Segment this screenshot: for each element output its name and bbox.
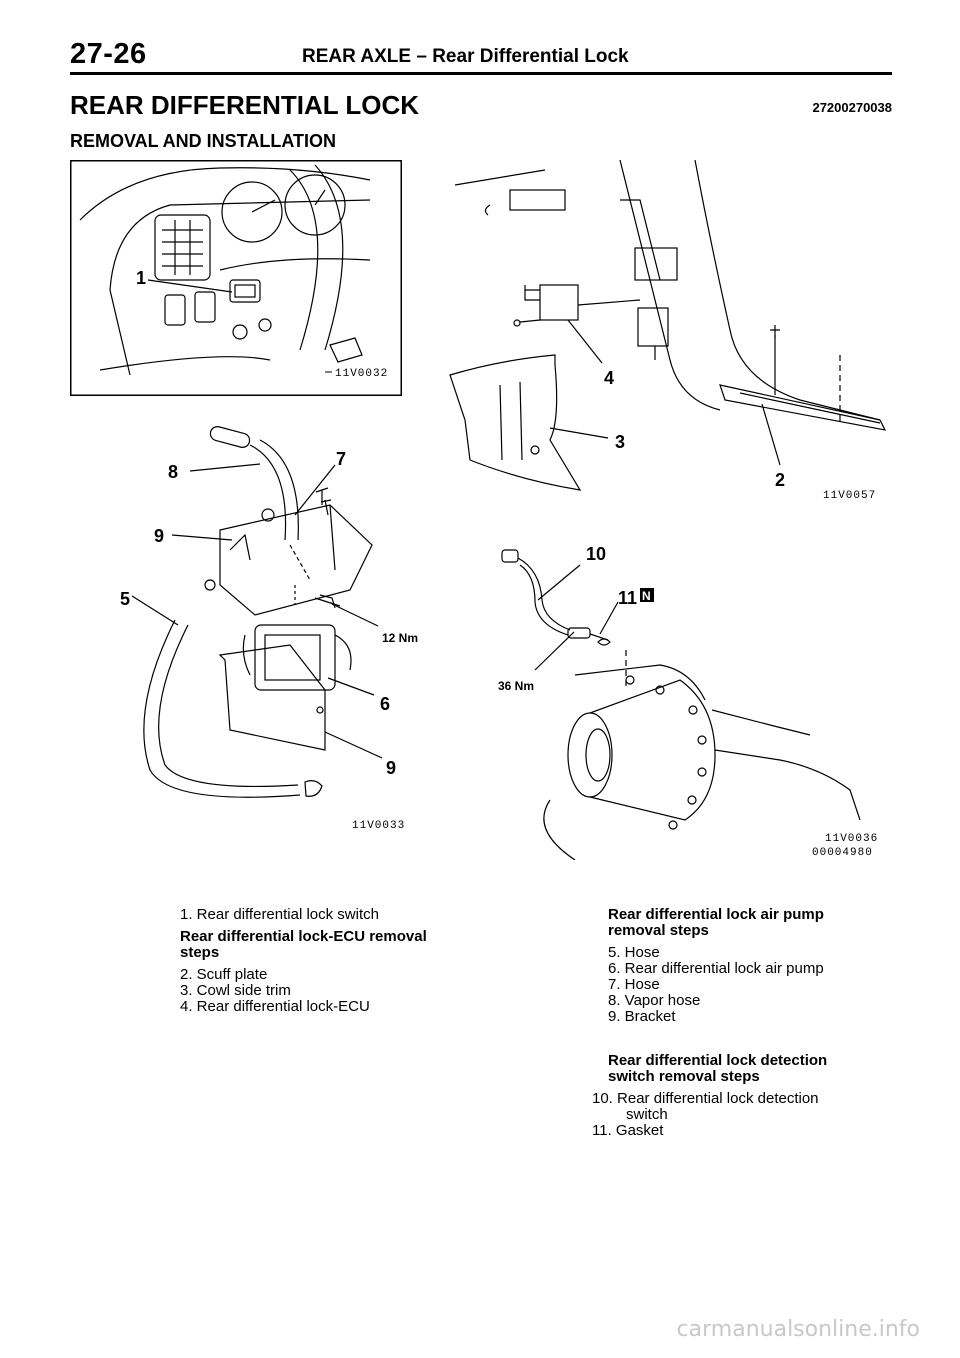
callout-3: 3 xyxy=(615,432,625,452)
figure-detection-switch: 10 11 N 36 Nm 11V0036 00004980 xyxy=(480,530,890,860)
figure-code-axle-2: 00004980 xyxy=(812,847,873,859)
list-item-1: 1. Rear differential lock switch xyxy=(180,906,379,923)
callout-8: 8 xyxy=(168,462,178,482)
list-item-9: 9. Bracket xyxy=(608,1008,676,1025)
list-item-3: 3. Cowl side trim xyxy=(180,982,291,999)
figure-code-axle: 11V0036 xyxy=(825,833,878,845)
page-number: 27-26 xyxy=(70,38,147,70)
page-header-title: REAR AXLE – Rear Differential Lock xyxy=(302,46,629,67)
torque-36nm: 36 Nm xyxy=(498,679,534,693)
watermark: carmanualsonline.info xyxy=(676,1317,920,1342)
callout-6: 6 xyxy=(380,694,390,714)
header-rule xyxy=(70,72,892,75)
list-item-4: 4. Rear differential lock-ECU xyxy=(180,998,370,1015)
parts-list-left: 1. Rear differential lock switch Rear di… xyxy=(180,907,470,1015)
torque-12nm: 12 Nm xyxy=(382,631,418,645)
section-code: 27200270038 xyxy=(812,100,892,115)
callout-5: 5 xyxy=(120,589,130,609)
callout-10: 10 xyxy=(586,544,606,564)
section-title: REAR DIFFERENTIAL LOCK xyxy=(70,90,420,120)
callout-7: 7 xyxy=(336,449,346,469)
figure-code-pump: 11V0033 xyxy=(352,820,405,832)
callout-1: 1 xyxy=(136,268,146,288)
callout-9-bottom: 9 xyxy=(386,758,396,778)
figure-code-dash: 11V0032 xyxy=(335,368,388,380)
list-item-6: 6. Rear differential lock air pump xyxy=(608,960,824,977)
figure-air-pump: 8 7 9 5 12 Nm 6 9 11V0033 xyxy=(110,420,450,835)
air-pump-illustration: 8 7 9 5 12 Nm 6 9 11V0033 xyxy=(120,426,418,832)
switch-removal-heading: Rear differential lock detection switch … xyxy=(608,1052,828,1085)
callout-2: 2 xyxy=(775,470,785,490)
new-part-badge: N xyxy=(642,589,651,603)
figure-dash-switch: 1 11V0032 xyxy=(70,160,402,396)
figure-cowl-ecu: 4 3 2 11V0057 xyxy=(440,160,900,505)
list-item-8: 8. Vapor hose xyxy=(608,992,701,1009)
list-item-11: 11. Gasket xyxy=(592,1122,664,1139)
dash-illustration: 1 11V0032 xyxy=(70,160,402,396)
pump-removal-heading: Rear differential lock air pump removal … xyxy=(608,906,824,939)
section-subtitle: REMOVAL AND INSTALLATION xyxy=(70,131,336,151)
callout-4: 4 xyxy=(604,368,614,388)
list-item-10: 10. Rear differential lock detection xyxy=(592,1090,819,1107)
figure-code-cowl: 11V0057 xyxy=(823,490,876,502)
callout-9-top: 9 xyxy=(154,526,164,546)
ecu-removal-heading: Rear differential lock-ECU removal steps xyxy=(180,928,427,961)
list-item-5: 5. Hose xyxy=(608,944,660,961)
parts-list-right: Rear differential lock air pump removal … xyxy=(592,907,857,1139)
list-item-7: 7. Hose xyxy=(608,976,660,993)
cowl-illustration: 4 3 2 11V0057 xyxy=(449,160,887,502)
callout-11: 11 xyxy=(618,588,637,608)
list-item-2: 2. Scuff plate xyxy=(180,966,268,983)
axle-illustration: 10 11 N 36 Nm 11V0036 00004980 xyxy=(498,544,878,860)
list-item-10-cont: switch xyxy=(626,1106,668,1123)
